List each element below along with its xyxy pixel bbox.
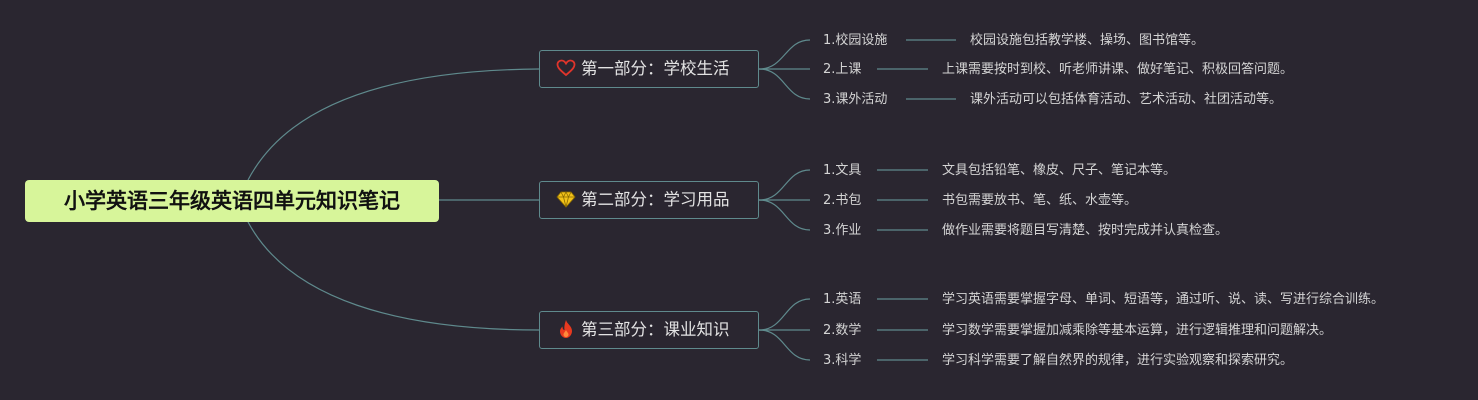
subtopic-label[interactable]: 2.上课	[823, 62, 862, 77]
fire-icon	[556, 319, 576, 339]
section-title: 第二部分：学习用品	[581, 190, 730, 209]
subtopic-description: 学习英语需要掌握字母、单词、短语等，通过听、说、读、写进行综合训练。	[942, 292, 1385, 307]
section-study-supplies[interactable]: 第二部分：学习用品	[539, 181, 759, 219]
subtopic-description: 学习科学需要了解自然界的规律，进行实验观察和探索研究。	[942, 353, 1294, 368]
root-to-section-1-connector	[247, 68, 540, 181]
subtopic-description: 做作业需要将题目写清楚、按时完成并认真检查。	[942, 223, 1229, 238]
section-3-branch-1	[758, 298, 811, 331]
subtopic-label[interactable]: 3.课外活动	[823, 92, 888, 107]
subtopic-label[interactable]: 3.科学	[823, 353, 862, 368]
section-title: 第一部分：学校生活	[581, 59, 730, 78]
subtopic-description: 课外活动可以包括体育活动、艺术活动、社团活动等。	[970, 92, 1283, 107]
section-1-branch-1	[758, 39, 811, 70]
root-topic[interactable]: 小学英语三年级英语四单元知识笔记	[25, 180, 439, 222]
section-2-branch-3	[758, 199, 811, 231]
diamond-icon	[556, 189, 576, 209]
subtopic-label[interactable]: 2.数学	[823, 323, 862, 338]
section-title: 第三部分：课业知识	[581, 320, 730, 339]
subtopic-label[interactable]: 3.作业	[823, 223, 862, 238]
section-3-branch-3	[758, 329, 811, 361]
subtopic-label[interactable]: 1.校园设施	[823, 33, 888, 48]
root-to-section-3-connector	[247, 221, 540, 331]
heart-icon	[556, 58, 576, 78]
subtopic-description: 书包需要放书、笔、纸、水壶等。	[942, 193, 1138, 208]
section-school-life[interactable]: 第一部分：学校生活	[539, 50, 759, 88]
subtopic-label[interactable]: 1.文具	[823, 163, 862, 178]
subtopic-description: 学习数学需要掌握加减乘除等基本运算，进行逻辑推理和问题解决。	[942, 323, 1333, 338]
subtopic-label[interactable]: 2.书包	[823, 193, 862, 208]
subtopic-description: 文具包括铅笔、橡皮、尺子、笔记本等。	[942, 163, 1177, 178]
section-coursework[interactable]: 第三部分：课业知识	[539, 311, 759, 349]
section-2-branch-1	[758, 169, 811, 201]
subtopic-description: 上课需要按时到校、听老师讲课、做好笔记、积极回答问题。	[942, 62, 1294, 77]
section-1-branch-3	[758, 68, 811, 100]
subtopic-label[interactable]: 1.英语	[823, 292, 862, 307]
subtopic-description: 校园设施包括教学楼、操场、图书馆等。	[970, 33, 1205, 48]
